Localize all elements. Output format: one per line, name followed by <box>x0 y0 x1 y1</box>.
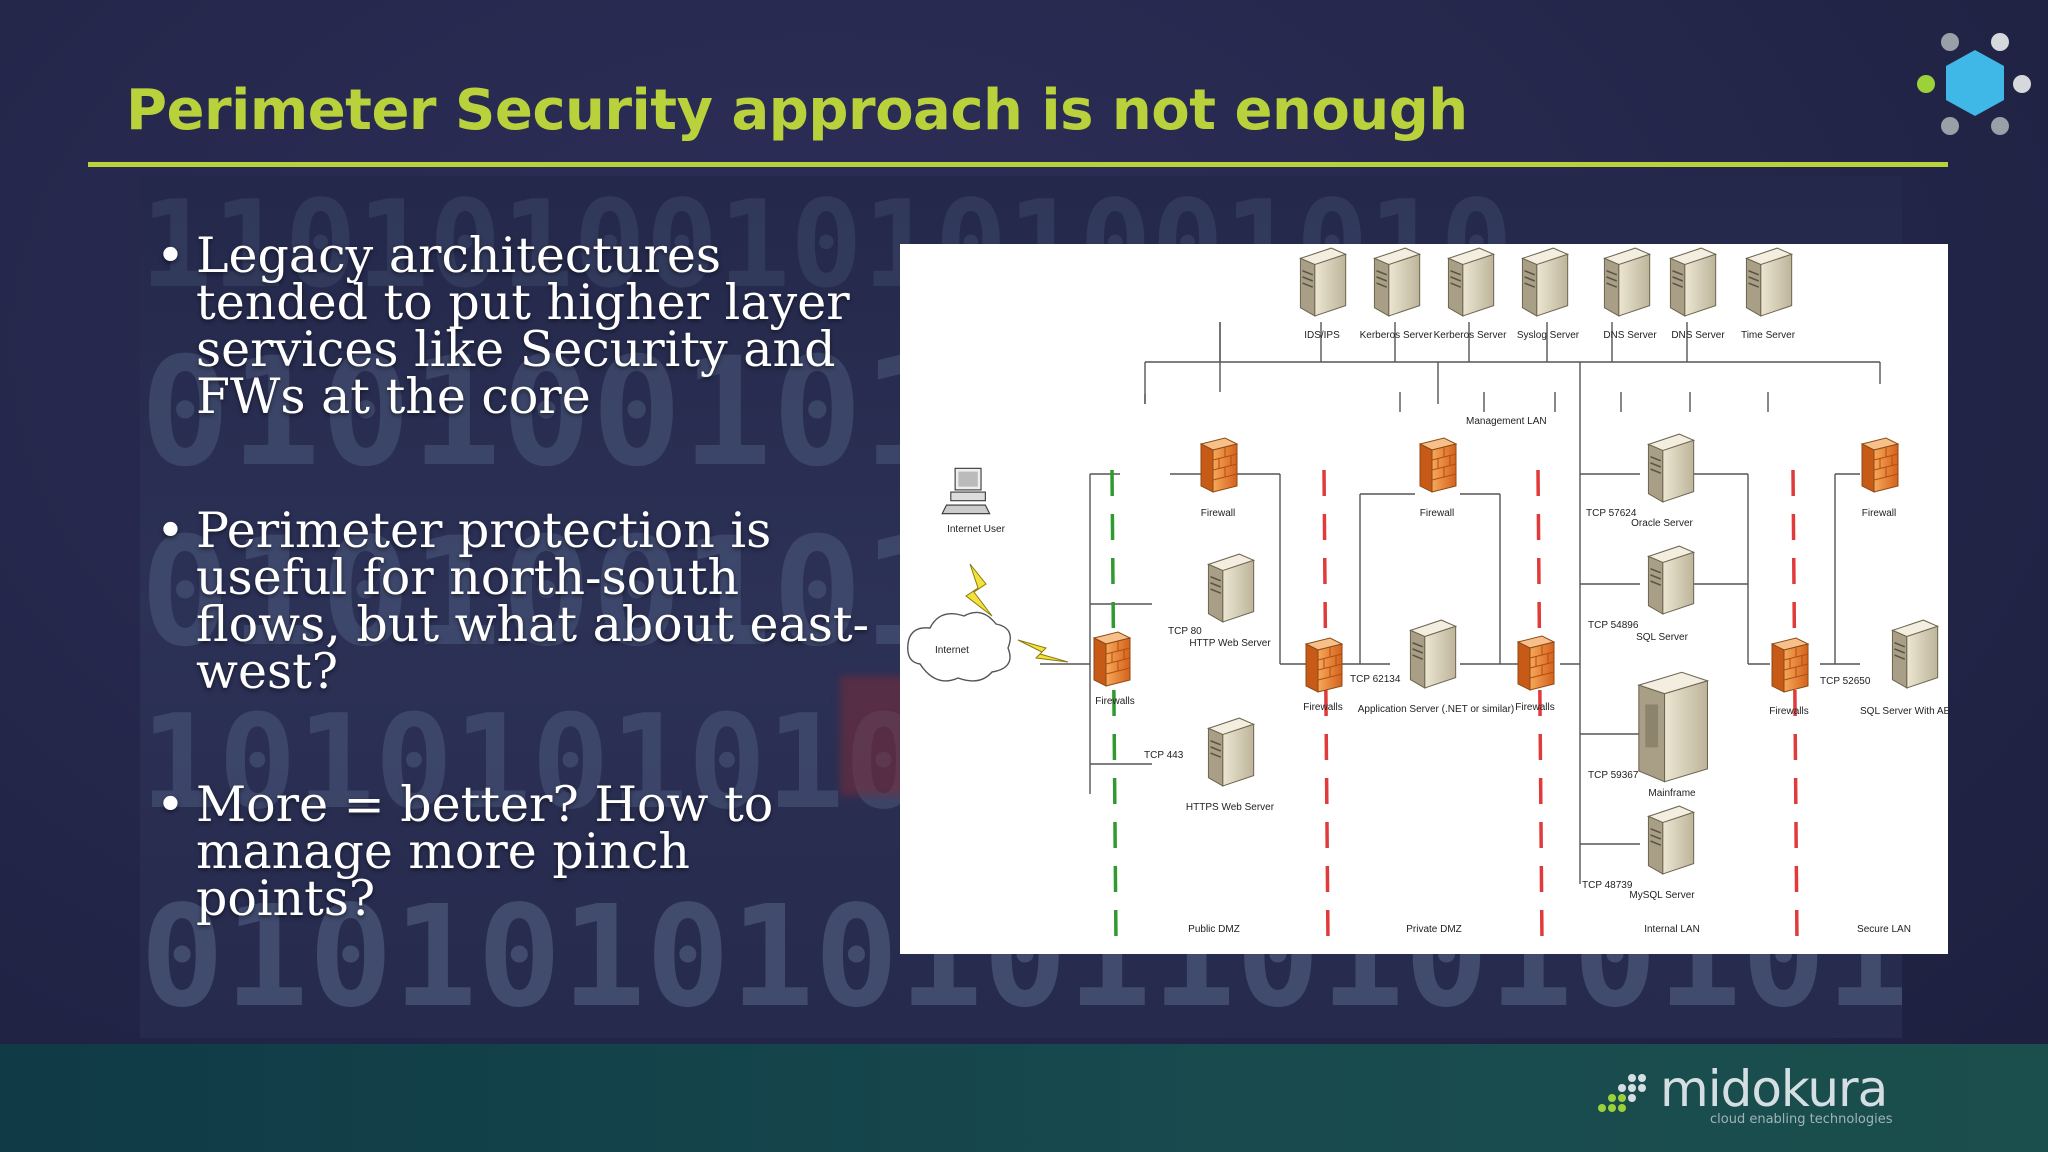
network-diagram: IDS/IPS Kerberos Server Kerberos Server … <box>900 244 1948 954</box>
slide-title: Perimeter Security approach is not enoug… <box>126 78 1468 143</box>
server-label: Kerberos Server <box>1360 330 1433 341</box>
server-label: IDS/IPS <box>1304 330 1340 341</box>
brand-tagline: cloud enabling technologies <box>1710 1112 1893 1127</box>
cloud-icon <box>907 611 1011 682</box>
title-underline <box>88 162 1948 167</box>
zone-label-internal-lan: Internal LAN <box>1644 924 1700 935</box>
server-label: Kerberos Server <box>1434 330 1507 341</box>
server-label: Application Server (.NET or similar) <box>1358 704 1515 715</box>
server-label: HTTPS Web Server <box>1186 802 1275 813</box>
firewalls-label: Firewalls <box>1769 706 1808 717</box>
zone-label-secure-lan: Secure LAN <box>1857 924 1911 935</box>
management-lan-label: Management LAN <box>1466 416 1547 427</box>
server-label: SQL Server With AES Data Encryption <box>1860 706 1948 717</box>
server-icon <box>1207 717 1255 787</box>
internet-label: Internet <box>935 645 969 656</box>
server-label: Oracle Server <box>1631 518 1693 529</box>
server-label: MySQL Server <box>1629 890 1695 901</box>
lightning-icon <box>1017 639 1069 663</box>
server-icon <box>1647 433 1695 503</box>
server-icon <box>1647 545 1695 615</box>
zone-label-private-dmz: Private DMZ <box>1406 924 1462 935</box>
internet-user-icon <box>941 467 991 515</box>
tcp-port-label: TCP 54896 <box>1588 620 1639 631</box>
tcp-port-label: TCP 443 <box>1144 750 1184 761</box>
firewall-label: Firewall <box>1201 508 1235 519</box>
server-icon <box>1207 553 1255 623</box>
server-label: SQL Server <box>1636 632 1689 643</box>
internet-user-label: Internet User <box>947 524 1005 535</box>
tcp-port-label: TCP 62134 <box>1350 674 1401 685</box>
server-label: DNS Server <box>1603 330 1657 341</box>
server-icon <box>1409 619 1457 689</box>
tcp-port-label: TCP 80 <box>1168 626 1202 637</box>
firewalls-label: Firewalls <box>1515 702 1554 713</box>
firewall-label: Firewall <box>1862 508 1896 519</box>
hexagon-logo-icon <box>1917 33 2031 135</box>
zone-label-public-dmz: Public DMZ <box>1188 924 1240 935</box>
tcp-port-label: TCP 59367 <box>1588 770 1639 781</box>
server-icon <box>1891 619 1939 689</box>
mainframe-icon <box>1638 671 1709 783</box>
brand-name: midokura <box>1660 1060 1888 1118</box>
firewalls-label: Firewalls <box>1095 696 1134 707</box>
midokura-logo-icon <box>1598 1074 1646 1112</box>
footer-band <box>0 1044 2048 1152</box>
tcp-port-label: TCP 57624 <box>1586 508 1637 519</box>
tcp-port-label: TCP 52650 <box>1820 676 1871 687</box>
server-label: Mainframe <box>1648 788 1696 799</box>
bullet-legacy-architectures: Legacy architectures tended to put highe… <box>152 231 872 421</box>
server-label: Syslog Server <box>1517 330 1580 341</box>
firewalls-label: Firewalls <box>1303 702 1342 713</box>
tcp-port-label: TCP 48739 <box>1582 880 1633 891</box>
firewall-label: Firewall <box>1420 508 1454 519</box>
bullet-perimeter-protection: Perimeter protection is useful for north… <box>152 506 872 696</box>
server-label: Time Server <box>1741 330 1796 341</box>
bullet-list: Legacy architectures tended to put highe… <box>152 231 872 923</box>
server-label: HTTP Web Server <box>1189 638 1271 649</box>
bullet-more-pinch-points: More = better? How to manage more pinch … <box>152 780 872 923</box>
server-label: DNS Server <box>1671 330 1725 341</box>
server-icon <box>1647 805 1695 875</box>
server-icon <box>1299 247 1793 317</box>
lightning-icon <box>965 563 993 617</box>
